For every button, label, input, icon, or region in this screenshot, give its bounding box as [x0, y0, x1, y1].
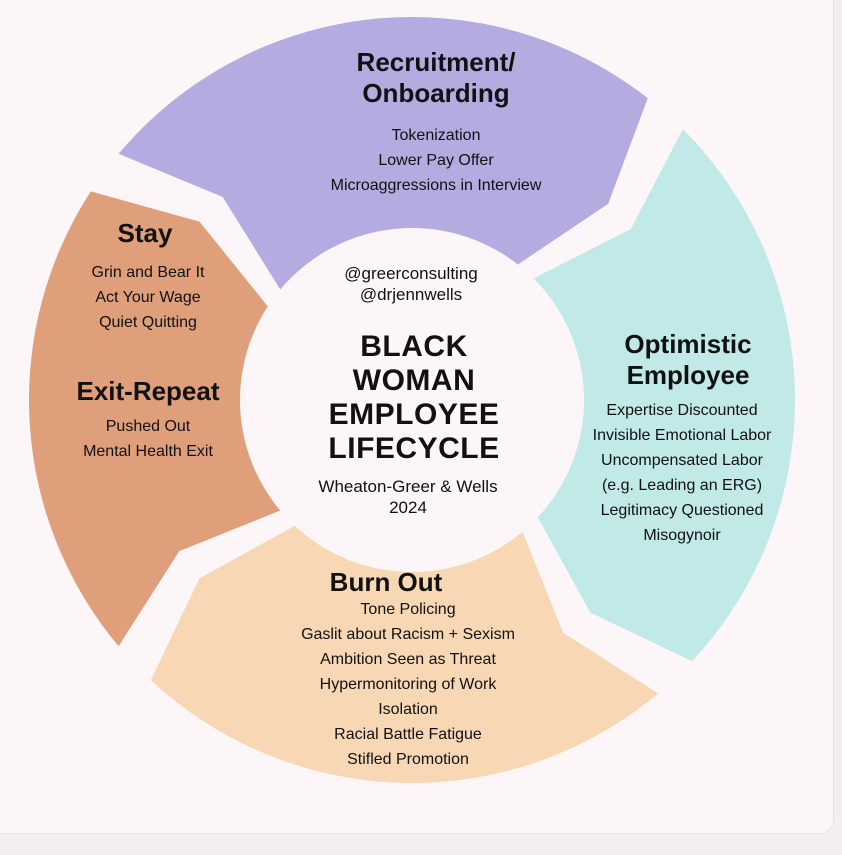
- item: Tone Policing: [360, 601, 456, 618]
- item: Stifled Promotion: [347, 751, 469, 768]
- item: Quiet Quitting: [99, 314, 197, 331]
- item: Expertise Discounted: [606, 402, 758, 419]
- segment-optimistic-employee: [533, 129, 795, 662]
- item: Ambition Seen as Threat: [320, 651, 496, 668]
- item: Mental Health Exit: [83, 443, 213, 460]
- title-line: Recruitment/: [356, 47, 516, 77]
- title-line: BLACK: [360, 330, 468, 363]
- handle: @drjennwells: [359, 285, 463, 304]
- item: Hypermonitoring of Work: [319, 676, 497, 693]
- item: Gaslit about Racism + Sexism: [301, 626, 515, 643]
- item: Grin and Bear It: [91, 264, 205, 281]
- stage-title-burnout: Burn Out: [329, 567, 443, 597]
- item: Lower Pay Offer: [378, 152, 494, 169]
- item: Invisible Emotional Labor: [592, 427, 772, 444]
- item: Isolation: [378, 701, 438, 718]
- stage-items-burnout: Tone Policing Gaslit about Racism + Sexi…: [301, 597, 515, 772]
- center-title: BLACK WOMAN EMPLOYEE LIFECYCLE: [328, 330, 499, 466]
- center-circle: [246, 234, 578, 566]
- stage-items-recruitment: Tokenization Lower Pay Offer Microaggres…: [331, 123, 542, 198]
- item: Misogynoir: [643, 527, 721, 544]
- stage-title-stay: Stay: [117, 218, 173, 248]
- title-line: Employee: [626, 360, 750, 390]
- title-line: WOMAN: [352, 364, 476, 397]
- stage-items-optimistic: Expertise Discounted Invisible Emotional…: [593, 398, 772, 548]
- year: 2024: [389, 498, 427, 517]
- stage-items-exit-repeat: Pushed Out Mental Health Exit: [83, 414, 213, 464]
- handle: @greerconsulting: [344, 264, 478, 283]
- stage-items-stay: Grin and Bear It Act Your Wage Quiet Qui…: [92, 260, 205, 335]
- stage-title-optimistic: Optimistic Employee: [624, 329, 751, 391]
- title-line: Onboarding: [362, 78, 510, 108]
- item: Microaggressions in Interview: [330, 177, 542, 194]
- item: Act Your Wage: [95, 289, 201, 306]
- stage-title-exit-repeat: Exit-Repeat: [76, 376, 220, 406]
- item: Tokenization: [391, 127, 481, 144]
- segment-burn-out: [150, 525, 659, 784]
- title-line: EMPLOYEE: [328, 398, 500, 431]
- center-handles: @greerconsulting @drjennwells: [344, 263, 478, 305]
- stage-title-recruitment: Recruitment/ Onboarding: [357, 47, 516, 109]
- title-line: Optimistic: [624, 329, 752, 359]
- item: (e.g. Leading an ERG): [601, 477, 763, 494]
- item: Pushed Out: [105, 418, 191, 435]
- item: Racial Battle Fatigue: [334, 726, 482, 743]
- item: Legitimacy Questioned: [600, 502, 764, 519]
- segment-stay-exit: [29, 191, 281, 647]
- segment-recruitment: [118, 17, 648, 290]
- authors: Wheaton-Greer & Wells: [318, 477, 498, 496]
- center-credit: Wheaton-Greer & Wells 2024: [318, 476, 497, 518]
- item: Uncompensated Labor: [601, 452, 763, 469]
- title-line: LIFECYCLE: [328, 432, 500, 465]
